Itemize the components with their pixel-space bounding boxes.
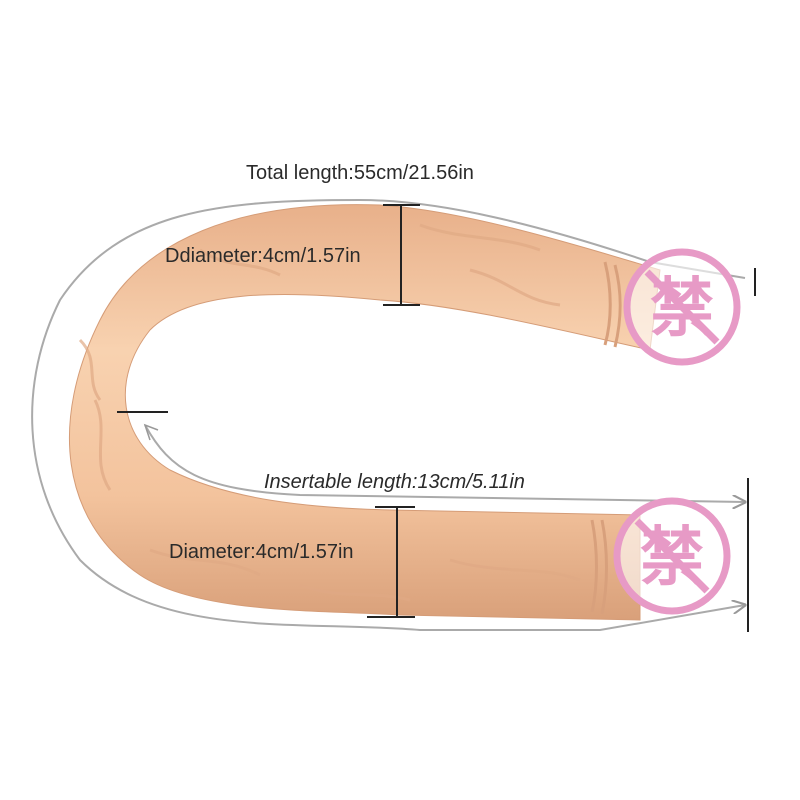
bottom-diameter-measure (367, 506, 415, 618)
insertable-start-arrow (143, 423, 159, 441)
bottom-diameter-label: Diameter:4cm/1.57in (169, 541, 354, 563)
insertable-length-label: Insertable length:13cm/5.11in (264, 471, 525, 493)
tip-ridges (590, 261, 622, 615)
insertable-length-outline (144, 424, 745, 502)
total-length-outline (31, 198, 745, 631)
product-body (68, 204, 661, 621)
censor-badge-top: 禁 (623, 248, 741, 366)
top-diameter-measure (383, 204, 420, 306)
total-length-label: Total length:55cm/21.56in (246, 162, 474, 184)
top-diameter-label: Ddiameter:4cm/1.57in (165, 245, 361, 267)
censor-badge-bottom: 禁 (613, 497, 731, 615)
